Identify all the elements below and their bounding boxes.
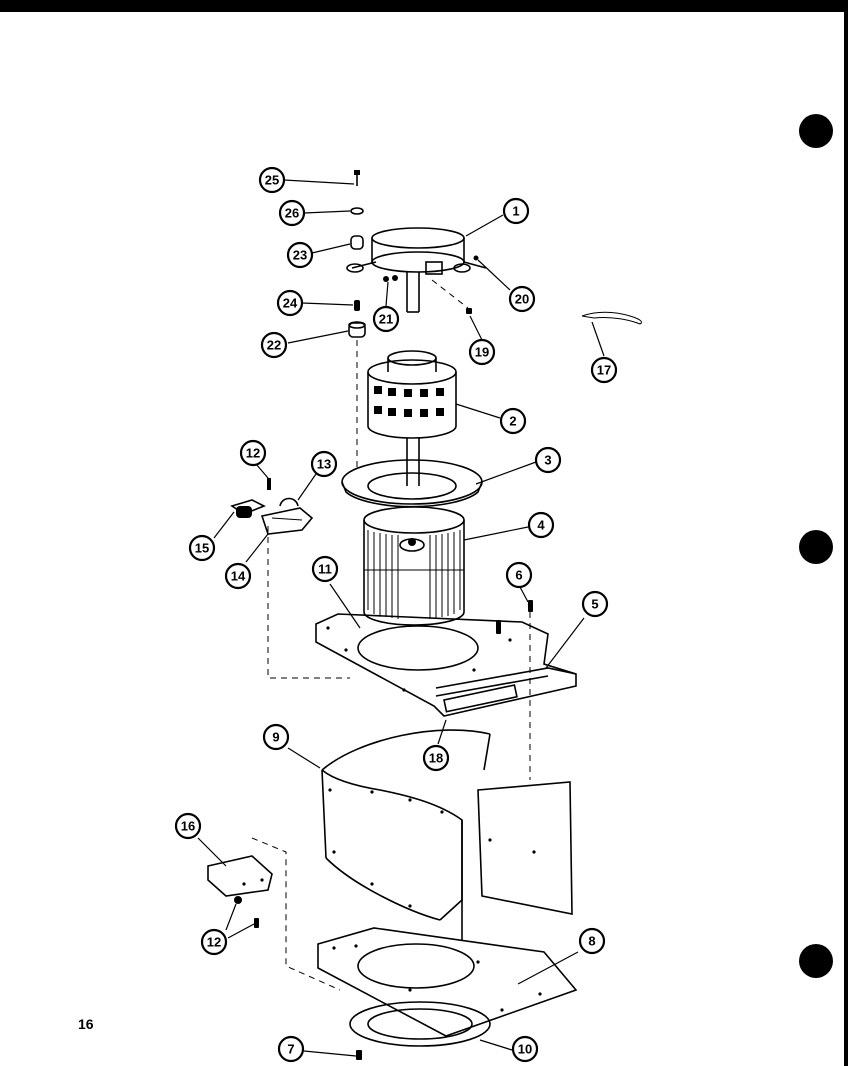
svg-text:7: 7: [287, 1042, 294, 1057]
svg-text:12: 12: [246, 446, 260, 461]
svg-text:5: 5: [591, 597, 598, 612]
callout-10: 10: [511, 1035, 539, 1063]
callout-14: 14: [224, 562, 252, 590]
side-bracket-16: [207, 855, 273, 928]
callout-4: 4: [527, 511, 555, 539]
callout-8: 8: [578, 927, 606, 955]
callout-1: 1: [502, 197, 530, 225]
callout-18: 18: [422, 744, 450, 772]
callout-19: 19: [468, 338, 496, 366]
svg-text:24: 24: [283, 296, 298, 311]
svg-text:10: 10: [518, 1042, 532, 1057]
binder-hole-middle: [799, 530, 833, 564]
alignment-line-bracket: [251, 837, 341, 991]
svg-text:22: 22: [267, 338, 281, 353]
motor-mount-band-1: [346, 227, 487, 314]
callout-6: 6: [505, 561, 533, 589]
cable-tie-17: [581, 311, 643, 325]
svg-text:18: 18: [429, 751, 443, 766]
callout-13: 13: [310, 450, 338, 478]
svg-text:16: 16: [181, 819, 195, 834]
callout-16: 16: [174, 812, 202, 840]
right-border: [844, 0, 848, 1066]
svg-text:4: 4: [537, 518, 545, 533]
callout-24: 24: [276, 289, 304, 317]
svg-text:25: 25: [265, 173, 279, 188]
washer-26: [350, 207, 364, 215]
svg-text:17: 17: [597, 363, 611, 378]
callout-12-lower: 12: [200, 928, 228, 956]
spacer-24: [354, 300, 360, 311]
callout-22: 22: [260, 331, 288, 359]
binder-hole-bottom: [799, 944, 833, 978]
svg-text:21: 21: [379, 312, 393, 327]
mounting-ring-3: [341, 459, 483, 508]
svg-text:9: 9: [272, 730, 279, 745]
binder-hole-top: [799, 114, 833, 148]
base-plate-8: [317, 927, 578, 1037]
blower-housing-9: [321, 729, 573, 940]
bolt-25: [354, 170, 360, 186]
callout-11: 11: [311, 555, 339, 583]
svg-text:20: 20: [515, 292, 529, 307]
callout-12-upper: 12: [239, 439, 267, 467]
callout-23: 23: [286, 241, 314, 269]
mounting-plate-5: [315, 600, 577, 717]
svg-text:19: 19: [475, 345, 489, 360]
callout-5: 5: [581, 590, 609, 618]
callout-2: 2: [499, 407, 527, 435]
callout-20: 20: [508, 285, 536, 313]
callout-7: 7: [277, 1035, 305, 1063]
grommet-23: [350, 235, 364, 250]
svg-text:8: 8: [588, 934, 595, 949]
svg-text:6: 6: [515, 568, 522, 583]
svg-text:12: 12: [207, 935, 221, 950]
callout-3: 3: [534, 446, 562, 474]
svg-text:1: 1: [512, 204, 519, 219]
blower-wheel-4: [363, 506, 465, 626]
page-number: 16: [78, 1016, 94, 1032]
svg-text:2: 2: [509, 414, 516, 429]
alignment-line-capacitor: [267, 526, 350, 679]
svg-text:15: 15: [195, 541, 209, 556]
callout-21: 21: [372, 305, 400, 333]
callout-26: 26: [278, 199, 306, 227]
bushing-22: [348, 321, 366, 338]
callout-17: 17: [590, 356, 618, 384]
callout-9: 9: [262, 723, 290, 751]
capacitor-assembly: [230, 478, 314, 535]
callout-25: 25: [258, 166, 286, 194]
svg-text:26: 26: [285, 206, 299, 221]
callout-15: 15: [188, 534, 216, 562]
svg-text:13: 13: [317, 457, 331, 472]
inlet-ring-10: [349, 1001, 491, 1060]
blower-motor-2: [367, 350, 457, 486]
leader-lines: [197, 179, 605, 1057]
svg-text:23: 23: [293, 248, 307, 263]
svg-text:14: 14: [231, 569, 246, 584]
svg-text:11: 11: [318, 562, 332, 577]
top-border: [0, 0, 848, 12]
svg-text:3: 3: [544, 453, 551, 468]
